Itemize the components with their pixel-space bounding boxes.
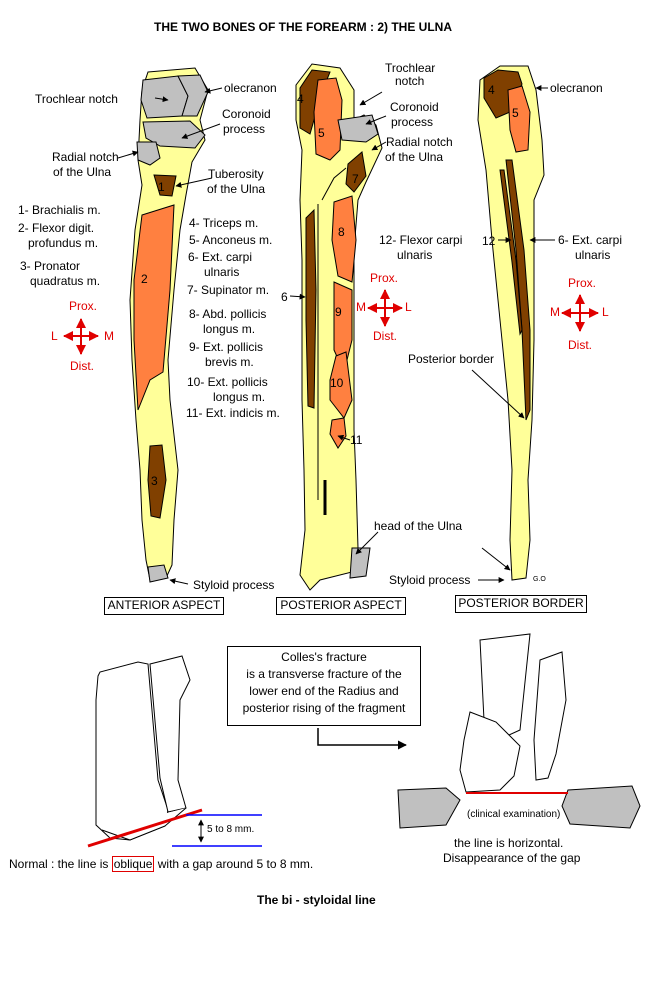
border-ext-1: 6- Ext. carpi: [558, 233, 623, 247]
leader-lines: [117, 85, 555, 585]
post-trochlear-1: Trochlear: [385, 61, 436, 75]
border-styloid: Styloid process: [389, 573, 471, 587]
posterior-compass: [367, 289, 403, 327]
post-region-7: 7: [352, 172, 359, 186]
post-radial-notch-2: of the Ulna: [385, 150, 444, 164]
post-region-10: 10: [330, 376, 344, 390]
muscle-3a: 3- Pronator: [20, 259, 81, 273]
pointer-6: 6: [281, 290, 288, 304]
posterior-compass-right: L: [405, 300, 412, 314]
muscle-7: 7- Supinator m.: [187, 283, 270, 297]
posterior-compass-bottom: Dist.: [373, 329, 397, 343]
border-twelve: 12: [482, 234, 496, 248]
border-compass-right: L: [602, 305, 609, 319]
label-tuberosity-1: Tuberosity: [208, 167, 264, 181]
muscle-10a: 10- Ext. pollicis: [187, 375, 268, 389]
border-region-4: 4: [488, 83, 495, 97]
post-region-5: 5: [318, 126, 325, 140]
bottom-caption: The bi - styloidal line: [257, 893, 376, 907]
border-compass: [561, 294, 599, 332]
result-line-1: the line is horizontal.: [454, 836, 564, 850]
posterior-border-label: POSTERIOR BORDER: [455, 595, 587, 613]
post-radial-notch-1: Radial notch: [386, 135, 453, 149]
post-coronoid-2: process: [391, 115, 434, 129]
border-region-5: 5: [512, 106, 519, 120]
post-region-9: 9: [335, 305, 342, 319]
colles-arrow: [317, 728, 407, 750]
muscle-6b: ulnaris: [204, 265, 240, 279]
label-radial-notch-2: of the Ulna: [53, 165, 112, 179]
muscle-1: 1- Brachialis m.: [18, 203, 101, 217]
muscle-8b: longus m.: [203, 322, 256, 336]
colles-line-4: posterior rising of the fragment: [242, 701, 406, 715]
anterior-compass: [63, 318, 99, 355]
muscle-5: 5- Anconeus m.: [189, 233, 273, 247]
anterior-aspect-label: ANTERIOR ASPECT: [104, 597, 224, 615]
posterior-aspect-label: POSTERIOR ASPECT: [276, 597, 406, 615]
post-region-8: 8: [338, 225, 345, 239]
muscle-6a: 6- Ext. carpi: [188, 250, 253, 264]
posterior-compass-left: M: [356, 300, 366, 314]
normal-wrist: [95, 655, 191, 841]
label-olecranon: olecranon: [224, 81, 277, 95]
muscle-4: 4- Triceps m.: [189, 216, 259, 230]
region-1: 1: [158, 180, 165, 194]
label-trochlear-notch: Trochlear notch: [35, 92, 118, 106]
label-styloid-process: Styloid process: [193, 578, 275, 592]
page-title: THE TWO BONES OF THE FOREARM : 2) THE UL…: [154, 20, 452, 34]
posterior-border-ulna: [477, 65, 545, 581]
muscle-3b: quadratus m.: [30, 274, 101, 288]
region-3: 3: [151, 474, 158, 488]
post-trochlear-2: notch: [395, 74, 425, 88]
normal-caption: Normal : the line is oblique with a gap …: [9, 856, 314, 872]
muscle-11: 11- Ext. indicis m.: [186, 406, 280, 420]
anterior-compass-bottom: Dist.: [70, 359, 94, 373]
posterior-ulna: [295, 63, 383, 591]
muscle-8a: 8- Abd. pollicis: [189, 307, 267, 321]
colles-line-2: is a transverse fracture of the: [246, 667, 402, 681]
anterior-compass-left: L: [51, 329, 58, 343]
muscle-2b: profundus m.: [28, 236, 99, 250]
colles-line-3: lower end of the Radius and: [249, 684, 399, 698]
border-posterior-border: Posterior border: [408, 352, 495, 366]
gap-label: 5 to 8 mm.: [207, 824, 255, 835]
border-ext-2: ulnaris: [575, 248, 611, 262]
label-radial-notch-1: Radial notch: [52, 150, 119, 164]
muscle-9b: brevis m.: [205, 355, 254, 369]
border-olecranon: olecranon: [550, 81, 603, 95]
border-compass-left: M: [550, 305, 560, 319]
anterior-ulna: [129, 67, 209, 583]
label-head-of-ulna: head of the Ulna: [374, 519, 463, 533]
fracture-wrist: [397, 633, 641, 829]
anterior-compass-top: Prox.: [69, 299, 98, 313]
border-compass-bottom: Dist.: [568, 338, 592, 352]
border-flexor-1: 12- Flexor carpi: [379, 233, 463, 247]
label-coronoid-2: process: [223, 122, 266, 136]
post-coronoid-1: Coronoid: [390, 100, 439, 114]
colles-box: Colles's fracture is a transverse fractu…: [227, 646, 421, 726]
colles-line-1: Colles's fracture: [281, 650, 367, 664]
post-region-4: 4: [297, 92, 304, 106]
pointer-11: 11: [350, 433, 363, 447]
normal-after: with a gap around 5 to 8 mm.: [157, 857, 314, 871]
label-tuberosity-2: of the Ulna: [207, 182, 266, 196]
posterior-compass-top: Prox.: [370, 271, 399, 285]
muscle-9a: 9- Ext. pollicis: [189, 340, 264, 354]
muscle-10b: longus m.: [213, 390, 266, 404]
oblique-highlight: oblique: [111, 856, 155, 872]
border-compass-top: Prox.: [568, 276, 597, 290]
normal-gap-lines: [87, 808, 262, 848]
anterior-compass-right: M: [104, 329, 114, 343]
border-flexor-2: ulnaris: [397, 248, 433, 262]
muscle-2a: 2- Flexor digit.: [18, 221, 95, 235]
author-initials: G.O: [533, 576, 546, 583]
normal-before: Normal : the line is: [9, 857, 109, 871]
region-2: 2: [141, 272, 148, 286]
result-line-2: Disappearance of the gap: [443, 851, 581, 865]
label-coronoid-1: Coronoid: [222, 107, 271, 121]
clinical-label: (clinical examination): [467, 809, 561, 820]
